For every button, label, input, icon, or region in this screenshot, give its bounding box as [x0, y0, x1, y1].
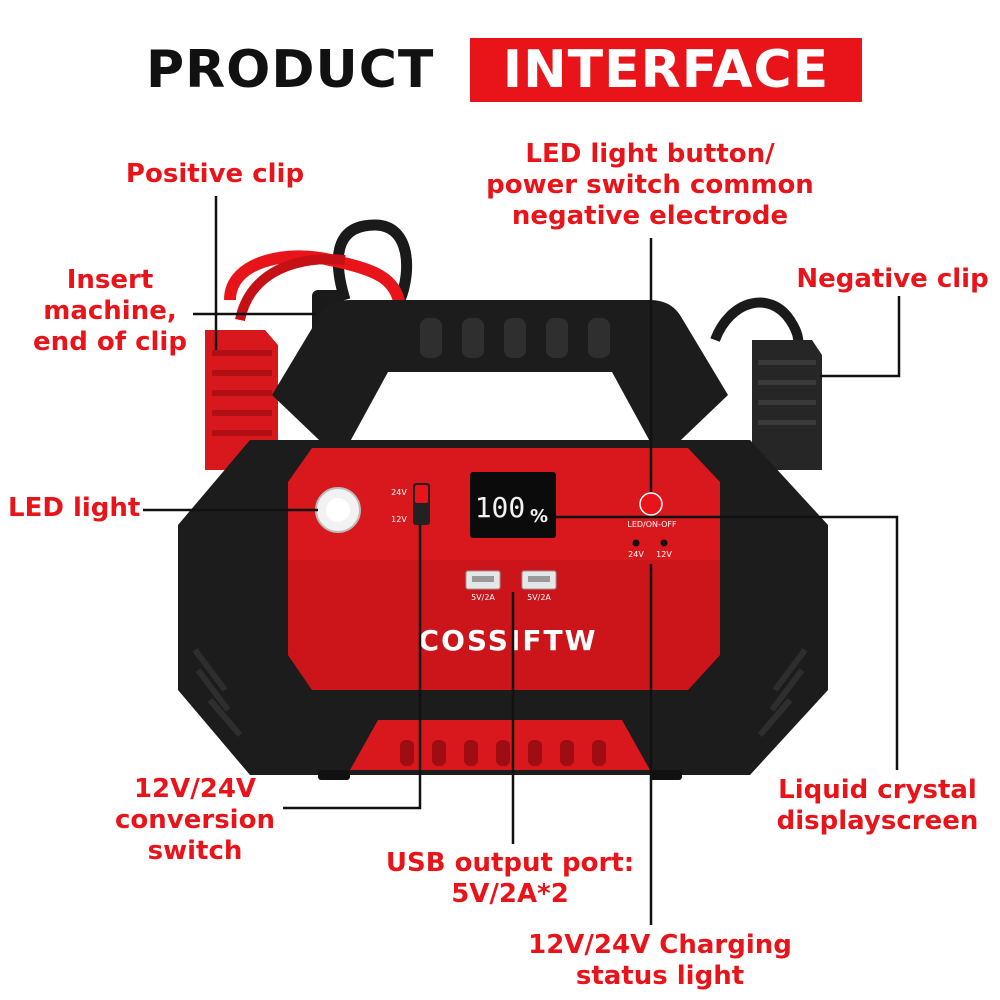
lcd-display: 100 %	[470, 472, 556, 538]
callout-switch-line2: conversion	[115, 805, 275, 835]
callout-conversion-switch: 12V/24V conversion switch	[105, 774, 285, 867]
leader-switch	[283, 525, 422, 810]
callout-led-button-line2: power switch common	[486, 170, 814, 200]
leader-lines	[143, 196, 901, 925]
positive-clip	[205, 330, 278, 470]
power-button-label: LED/ON-OFF	[627, 520, 677, 529]
indicator-dot-icon	[632, 539, 668, 547]
power-button-icon[interactable]	[639, 492, 663, 516]
callout-negative-clip-text: Negative clip	[796, 264, 989, 294]
callout-insert-machine-line2: machine,	[43, 296, 177, 326]
leader-negative-clip	[820, 296, 901, 378]
callout-led-button-line1: LED light button/	[525, 139, 775, 169]
negative-clip	[752, 340, 822, 470]
title-product: PRODUCT	[146, 40, 435, 100]
callout-negative-clip: Negative clip	[790, 264, 995, 295]
brand-logo: COSSIFTW	[419, 624, 598, 657]
callout-switch-line1: 12V/24V	[133, 774, 257, 804]
callout-insert-machine-line1: Insert	[66, 265, 154, 295]
indicator-label-24v: 24V	[628, 550, 644, 559]
indicator-label-12v: 12V	[656, 550, 672, 559]
callout-led-light: LED light	[8, 493, 158, 524]
callout-lcd: Liquid crystal displayscreen	[770, 775, 985, 837]
switch-label-24v: 24V	[391, 488, 407, 497]
callout-lcd-line1: Liquid crystal	[778, 775, 977, 805]
callout-charging-line1: 12V/24V Charging	[528, 930, 792, 960]
callout-insert-machine: Insert machine, end of clip	[20, 265, 200, 358]
switch-label-12v: 12V	[391, 515, 407, 524]
callout-usb-port: USB output port: 5V/2A*2	[375, 848, 645, 910]
led-lamp-icon	[315, 487, 361, 533]
callout-positive-clip-text: Positive clip	[125, 159, 305, 189]
callout-usb-line2: 5V/2A*2	[451, 879, 569, 909]
callout-led-button-line3: negative electrode	[511, 201, 789, 231]
usb-label-2: 5V/2A	[527, 593, 551, 602]
callout-led-button: LED light button/ power switch common ne…	[470, 139, 830, 232]
lcd-unit: %	[530, 506, 548, 527]
callout-charging-line2: status light	[575, 961, 745, 991]
callout-lcd-line2: displayscreen	[776, 806, 979, 836]
callout-insert-machine-line3: end of clip	[33, 327, 187, 357]
page-title: PRODUCT INTERFACE	[0, 38, 1000, 102]
callout-usb-line1: USB output port:	[385, 848, 635, 878]
callout-positive-clip: Positive clip	[110, 159, 320, 190]
callout-led-light-text: LED light	[8, 493, 141, 523]
lcd-value: 100	[475, 491, 526, 524]
leader-lcd	[556, 515, 899, 770]
callout-switch-line3: switch	[147, 836, 243, 866]
voltage-switch[interactable]: 24V 12V	[391, 483, 430, 525]
usb-port-icon	[465, 570, 557, 590]
callout-charging-light: 12V/24V Charging status light	[510, 930, 810, 992]
usb-label-1: 5V/2A	[471, 593, 495, 602]
title-interface: INTERFACE	[470, 38, 862, 102]
